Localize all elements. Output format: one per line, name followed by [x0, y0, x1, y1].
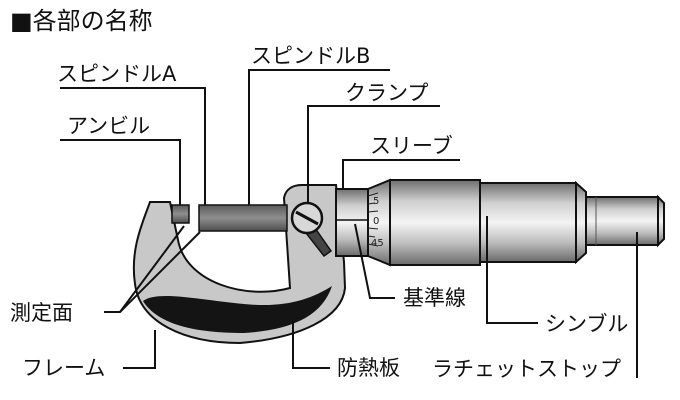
- label-spindle-a: スピンドルA: [57, 62, 177, 86]
- label-heat-shield: 防熱板: [337, 356, 400, 380]
- clamp: [290, 201, 333, 258]
- label-ratchet-stop: ラチェットストップ: [432, 357, 621, 381]
- spindle: [198, 204, 288, 232]
- page-title: ■各部の名称: [10, 7, 153, 35]
- scale-mark-5: 5: [373, 196, 379, 207]
- heat-shield: [143, 286, 332, 333]
- sleeve: [335, 188, 369, 257]
- label-reference-line: 基準線: [403, 286, 466, 310]
- label-measuring-face: 測定面: [10, 301, 73, 325]
- label-thimble: シンブル: [545, 312, 628, 336]
- ratchet-stop: [585, 196, 659, 246]
- thimble-rear: [479, 182, 577, 263]
- scale-mark-45: 45: [371, 238, 384, 249]
- label-anvil: アンビル: [67, 114, 150, 138]
- label-sleeve: スリーブ: [370, 134, 453, 158]
- thimble-graduations: [367, 192, 379, 247]
- scale-mark-0: 0: [373, 216, 379, 227]
- anvil: [171, 204, 190, 224]
- label-clamp: クランプ: [345, 81, 428, 105]
- label-spindle-b: スピンドルB: [251, 44, 370, 68]
- thimble: [389, 179, 481, 266]
- leader-lines: [60, 69, 638, 378]
- label-frame: フレーム: [22, 356, 105, 380]
